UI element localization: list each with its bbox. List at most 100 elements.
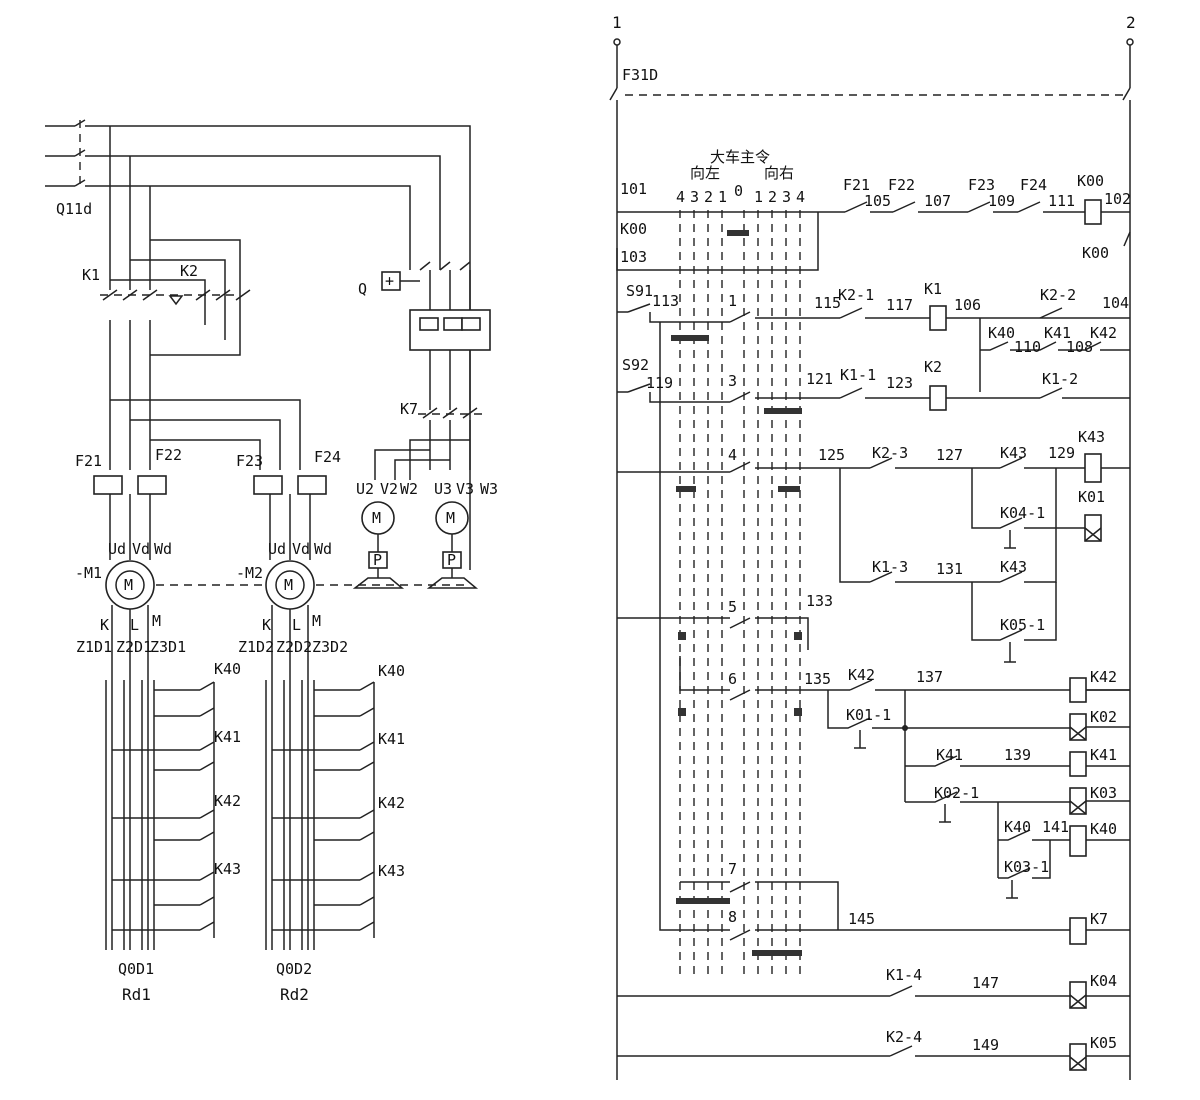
control-circuit: 1 2 F31D 大车主令 向左 向右 4 3 2 1 0 1 2 3 4 — [609, 13, 1136, 1080]
wire-123: 123 — [886, 374, 913, 392]
rd2-label: Rd2 — [280, 985, 309, 1004]
switch-q-label: Q — [358, 280, 367, 298]
f21-label: F21 — [843, 176, 870, 194]
wire-108: 108 — [1066, 338, 1093, 356]
rail-2-label: 2 — [1126, 13, 1136, 32]
rd2-k43: K43 — [378, 862, 405, 880]
k43-contact2-label: K43 — [1000, 558, 1027, 576]
m2-rt-1: Z1D2 — [238, 638, 274, 656]
wire-121: 121 — [806, 370, 833, 388]
k02-label: K02 — [1090, 708, 1117, 726]
pos-l1: 1 — [718, 188, 727, 206]
m1-term-v: Vd — [132, 540, 150, 558]
brake-w3: W3 — [480, 480, 498, 498]
m2-rotor-l: L — [292, 616, 301, 634]
rd1-k43: K43 — [214, 860, 241, 878]
k42-contact2-label: K42 — [848, 666, 875, 684]
m2-term-v: Vd — [292, 540, 310, 558]
fuse-f21-label: F21 — [75, 452, 102, 470]
m1-rotor-k: K — [100, 616, 109, 634]
main-power-circuit: Q11d K1 K2 F21 F22 F23 F24 M -M1 Ud Vd — [45, 119, 498, 1004]
s91-label: S91 — [626, 282, 653, 300]
k43-coil-label: K43 — [1078, 428, 1105, 446]
f24-label: F24 — [1020, 176, 1047, 194]
f23-label: F23 — [968, 176, 995, 194]
contactor-k1-label: K1 — [82, 266, 100, 284]
k40-contact2-label: K40 — [1004, 818, 1031, 836]
wire-127: 127 — [936, 446, 963, 464]
contact-5: 5 — [728, 598, 737, 616]
svg-text:M: M — [446, 509, 455, 527]
k1-3-label: K1-3 — [872, 558, 908, 576]
wire-141: 141 — [1042, 818, 1069, 836]
k43-contact-label: K43 — [1000, 444, 1027, 462]
k03-label: K03 — [1090, 784, 1117, 802]
k1-4-label: K1-4 — [886, 966, 922, 984]
controller-title: 大车主令 — [710, 148, 770, 166]
dir-right-label: 向右 — [764, 164, 794, 182]
contact-7: 7 — [728, 860, 737, 878]
k40-contact-label: K40 — [988, 324, 1015, 342]
wire-110: 110 — [1014, 338, 1041, 356]
wire-125: 125 — [818, 446, 845, 464]
contact-4: 4 — [728, 446, 737, 464]
rd1-node: Q0D1 — [118, 960, 154, 978]
k41-contact2-label: K41 — [936, 746, 963, 764]
m2-rotor-k: K — [262, 616, 271, 634]
pos-r4: 4 — [796, 188, 805, 206]
dir-left-label: 向左 — [690, 164, 720, 182]
k02-1-label: K02-1 — [934, 784, 979, 802]
k2-1-label: K2-1 — [838, 286, 874, 304]
k41-contact-label: K41 — [1044, 324, 1071, 342]
fuse-f23-label: F23 — [236, 452, 263, 470]
pos-l2: 2 — [704, 188, 713, 206]
k7-coil-label: K7 — [1090, 910, 1108, 928]
wire-145: 145 — [848, 910, 875, 928]
svg-text:P: P — [447, 551, 456, 569]
s92-label: S92 — [622, 356, 649, 374]
wire-131: 131 — [936, 560, 963, 578]
m2-rotor-m: M — [312, 612, 321, 630]
svg-text:M: M — [124, 576, 133, 594]
motor-m1-name: -M1 — [75, 564, 102, 582]
fuse-f24-label: F24 — [314, 448, 341, 466]
wire-117: 117 — [886, 296, 913, 314]
k00-contact-label: K00 — [620, 220, 647, 238]
pos-r2: 2 — [768, 188, 777, 206]
k04-label: K04 — [1090, 972, 1117, 990]
svg-text:P: P — [373, 551, 382, 569]
pos-r3: 3 — [782, 188, 791, 206]
m2-rt-3: Z3D2 — [312, 638, 348, 656]
rd1-k42: K42 — [214, 792, 241, 810]
k40-coil-label: K40 — [1090, 820, 1117, 838]
resistor-bank-rd1: K40 K41 K42 K43 Q0D1 Rd1 — [105, 660, 241, 1004]
pos-zero: 0 — [734, 182, 743, 200]
wire-115: 115 — [814, 294, 841, 312]
wire-113: 113 — [652, 292, 679, 310]
k1-1-label: K1-1 — [840, 366, 876, 384]
m1-rotor-m: M — [152, 612, 161, 630]
rd1-k40: K40 — [214, 660, 241, 678]
wire-104: 104 — [1102, 294, 1129, 312]
rd2-node: Q0D2 — [276, 960, 312, 978]
brake-w2: W2 — [400, 480, 418, 498]
k2-coil-label: K2 — [924, 358, 942, 376]
wire-119: 119 — [646, 374, 673, 392]
rail-1-label: 1 — [612, 13, 622, 32]
brake-u3: U3 — [434, 480, 452, 498]
pos-l3: 3 — [690, 188, 699, 206]
k05-1-label: K05-1 — [1000, 616, 1045, 634]
wire-101: 101 — [620, 180, 647, 198]
k2-2-label: K2-2 — [1040, 286, 1076, 304]
k01-1-label: K01-1 — [846, 706, 891, 724]
k41-coil-label: K41 — [1090, 746, 1117, 764]
k05-label: K05 — [1090, 1034, 1117, 1052]
m1-term-w: Wd — [154, 540, 172, 558]
f31d-label: F31D — [622, 66, 658, 84]
svg-text:+: + — [385, 272, 394, 290]
m2-term-w: Wd — [314, 540, 332, 558]
brake-circuit: + Q K7 U2 V2 W2 U3 V3 W3 M M — [352, 261, 498, 589]
rd1-k41: K41 — [214, 728, 241, 746]
wire-109: 109 — [988, 192, 1015, 210]
k42-contact-label: K42 — [1090, 324, 1117, 342]
